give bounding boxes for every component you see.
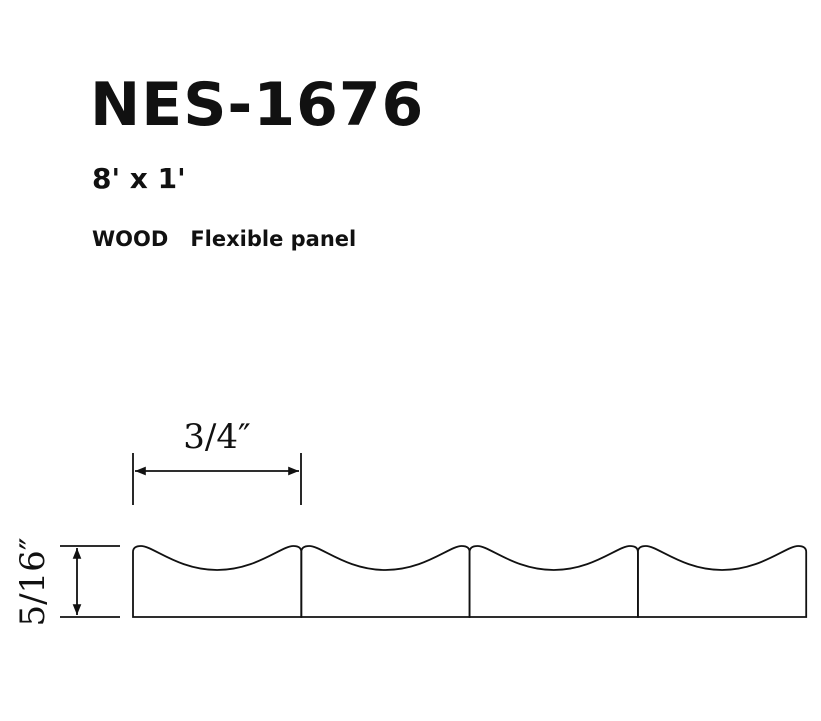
profile-segment bbox=[132, 545, 303, 618]
panel-profile bbox=[132, 545, 808, 618]
profile-segment bbox=[300, 545, 471, 618]
width-dimension-label: 3/4″ bbox=[183, 417, 250, 457]
profile-segment bbox=[468, 545, 639, 618]
product-description: WOOD Flexible panel bbox=[92, 227, 356, 251]
panel-type-label: Flexible panel bbox=[190, 227, 357, 251]
height-dimension-label: 5/16″ bbox=[13, 537, 53, 626]
product-size: 8' x 1' bbox=[92, 162, 186, 195]
profile-segment bbox=[637, 545, 808, 618]
material-label: WOOD bbox=[92, 227, 169, 251]
product-code: NES-1676 bbox=[90, 70, 425, 140]
